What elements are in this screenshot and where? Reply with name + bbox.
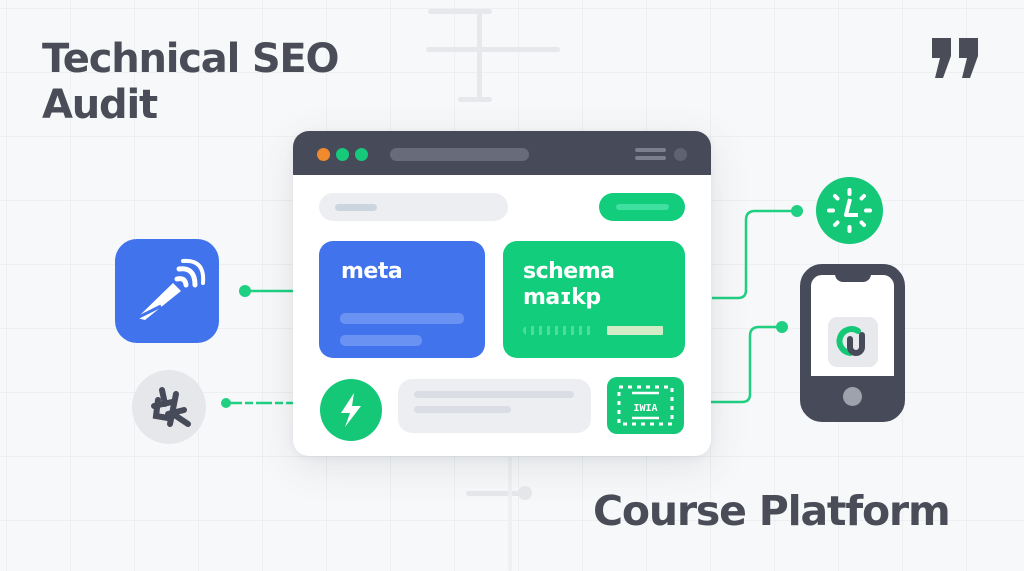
app-logo-icon — [836, 326, 865, 356]
phone-notch — [835, 273, 871, 282]
decor-line — [426, 47, 560, 52]
search-input[interactable] — [319, 193, 508, 221]
clock-icon — [827, 188, 872, 233]
text-line — [523, 326, 595, 335]
window-close-dot[interactable] — [317, 148, 330, 161]
text-line — [414, 391, 574, 398]
microphone-icon — [136, 258, 206, 320]
app-tile[interactable] — [828, 317, 878, 367]
decor-line — [458, 97, 492, 102]
browser-window: meta schema maɪkp IWIA — [293, 131, 711, 456]
hamburger-menu-icon[interactable] — [635, 148, 666, 152]
globe-icon — [151, 387, 191, 427]
lightning-bolt-icon — [341, 393, 361, 427]
decor-dot — [518, 486, 532, 500]
headline-bottom: Course Platform — [593, 487, 951, 535]
smartphone-icon — [800, 264, 905, 422]
meta-card-label: meta — [341, 259, 403, 284]
cta-label-line — [616, 204, 669, 210]
home-button[interactable] — [843, 387, 862, 406]
search-placeholder-line — [335, 204, 377, 211]
decor-line — [508, 456, 512, 571]
headline-top-line2: Audit — [42, 82, 158, 128]
decor-line — [466, 491, 526, 496]
meta-card[interactable]: meta — [319, 241, 485, 358]
window-minimize-dot[interactable] — [336, 148, 349, 161]
headline-top: Technical SEO Audit — [42, 36, 340, 128]
text-line — [414, 406, 511, 413]
browser-titlebar — [293, 131, 711, 175]
cta-button[interactable] — [599, 193, 685, 221]
globe-circle[interactable] — [132, 370, 206, 444]
window-maximize-dot[interactable] — [355, 148, 368, 161]
profile-dot[interactable] — [674, 148, 687, 161]
text-line — [340, 335, 422, 346]
content-block — [398, 379, 591, 433]
decor-line — [477, 9, 482, 101]
code-badge[interactable]: IWIA — [607, 377, 684, 434]
text-line — [607, 326, 663, 335]
decor-line — [428, 9, 492, 14]
closing-quote-icon — [930, 36, 982, 80]
text-line — [340, 313, 464, 324]
phone-chin — [810, 376, 895, 412]
address-bar[interactable] — [390, 148, 529, 161]
speed-button[interactable] — [320, 379, 382, 441]
code-frame-icon: IWIA — [617, 385, 674, 426]
headline-top-line1: Technical SEO — [42, 36, 340, 82]
microphone-tile[interactable] — [115, 239, 219, 343]
svg-text:IWIA: IWIA — [633, 403, 657, 414]
schema-card-label: schema maɪkp — [523, 259, 615, 310]
schema-markup-card[interactable]: schema maɪkp — [503, 241, 685, 358]
hamburger-menu-line — [635, 156, 666, 160]
clock-button[interactable] — [816, 177, 883, 244]
